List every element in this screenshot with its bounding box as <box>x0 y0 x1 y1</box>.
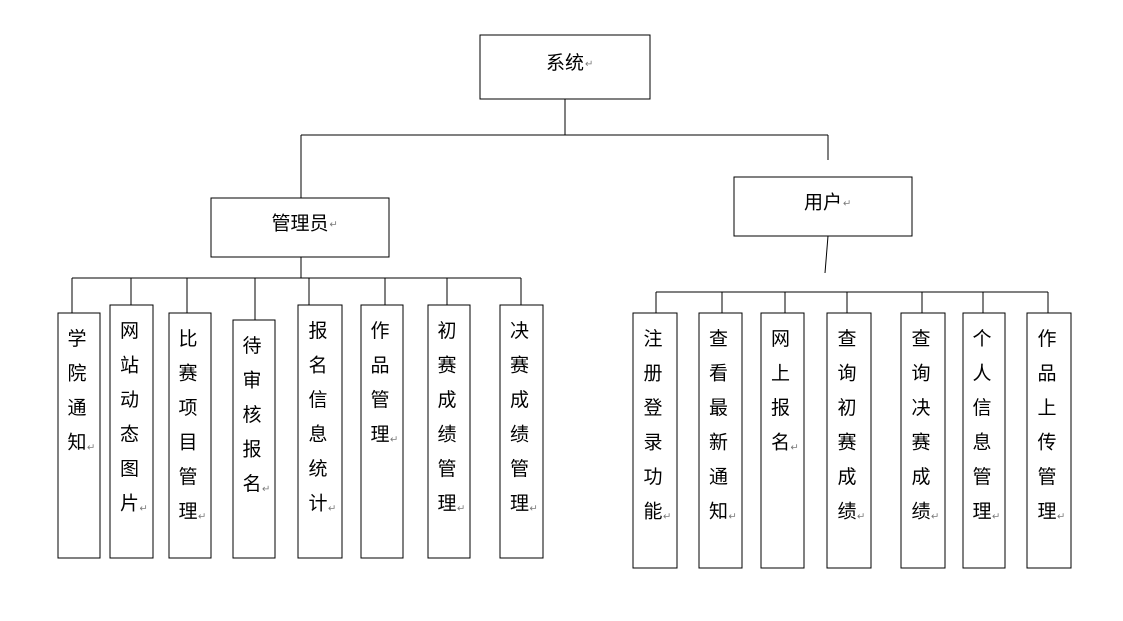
branch-node-user-label: 用户 <box>804 192 842 214</box>
diagram-nodes: 系统↵管理员↵用户↵学院通知↵网站动态图片↵比赛项目管理↵待审核报名↵报名信息统… <box>57 34 1072 569</box>
admin-child-node-1: 学院通知↵ <box>57 312 101 559</box>
branch-node-admin-box <box>210 197 390 258</box>
admin-child-node-7-box <box>427 304 471 559</box>
admin-child-node-1-paragraph-mark: ↵ <box>87 443 95 454</box>
user-child-node-5: 查询决赛成绩↵ <box>900 312 946 569</box>
admin-child-node-4-label: 待审核报名 <box>242 335 261 495</box>
admin-child-node-6-box <box>360 304 404 559</box>
user-child-node-2-paragraph-mark: ↵ <box>729 512 737 523</box>
user-child-node-2-box <box>698 312 743 569</box>
admin-child-node-6-paragraph-mark: ↵ <box>390 435 398 446</box>
user-child-node-5-box <box>900 312 946 569</box>
admin-child-node-3-paragraph-mark: ↵ <box>198 512 206 523</box>
admin-child-node-2-box <box>109 304 154 559</box>
user-child-node-7-box <box>1026 312 1072 569</box>
user-child-node-6: 个人信息管理↵ <box>962 312 1006 569</box>
user-child-node-5-label: 查询决赛成绩 <box>911 328 930 523</box>
user-child-node-7: 作品上传管理↵ <box>1026 312 1072 569</box>
branch-node-admin: 管理员↵ <box>210 197 390 258</box>
user-child-node-1-box <box>632 312 678 569</box>
user-child-node-4-label: 查询初赛成绩 <box>837 328 856 523</box>
user-child-node-7-label: 作品上传管理 <box>1037 328 1056 523</box>
root-node-system-paragraph-mark: ↵ <box>585 59 593 70</box>
admin-child-node-3: 比赛项目管理↵ <box>168 312 212 559</box>
admin-child-node-2-label: 网站动态图片 <box>120 320 139 515</box>
admin-child-node-8-box <box>499 304 544 559</box>
branch-node-admin-label: 管理员 <box>271 213 328 235</box>
user-child-node-6-paragraph-mark: ↵ <box>992 512 1000 523</box>
user-child-node-1-paragraph-mark: ↵ <box>663 512 671 523</box>
user-child-node-4: 查询初赛成绩↵ <box>826 312 872 569</box>
connector-lines <box>71 99 1049 320</box>
user-child-node-2: 查看最新通知↵ <box>698 312 743 569</box>
admin-child-node-5-label: 报名信息统计 <box>308 320 327 515</box>
user-child-node-3-box <box>760 312 805 569</box>
user-child-node-6-label: 个人信息管理 <box>972 328 991 523</box>
admin-child-node-6: 作品管理↵ <box>360 304 404 559</box>
admin-child-node-2-paragraph-mark: ↵ <box>140 504 148 515</box>
admin-child-node-7: 初赛成绩管理↵ <box>427 304 471 559</box>
branch-node-user: 用户↵ <box>733 176 913 237</box>
admin-child-node-6-label: 作品管理 <box>370 320 389 446</box>
admin-child-node-8-label: 决赛成绩管理 <box>510 320 529 515</box>
user-child-node-1: 注册登录功能↵ <box>632 312 678 569</box>
user-child-node-6-box <box>962 312 1006 569</box>
admin-child-node-4-paragraph-mark: ↵ <box>262 484 270 495</box>
admin-child-node-3-label: 比赛项目管理 <box>178 328 197 523</box>
admin-child-node-1-box <box>57 312 101 559</box>
root-node-system: 系统↵ <box>479 34 651 100</box>
admin-child-node-8-paragraph-mark: ↵ <box>530 504 538 515</box>
admin-child-node-7-paragraph-mark: ↵ <box>457 504 465 515</box>
admin-child-node-4-box <box>232 319 276 559</box>
admin-child-node-1-label: 学院通知 <box>67 328 86 454</box>
root-node-system-label: 系统 <box>546 52 584 74</box>
branch-node-user-paragraph-mark: ↵ <box>843 199 851 210</box>
user-child-node-3: 网上报名↵ <box>760 312 805 569</box>
admin-child-node-5: 报名信息统计↵ <box>297 304 343 559</box>
branch-node-admin-paragraph-mark: ↵ <box>330 220 338 231</box>
user-child-node-7-paragraph-mark: ↵ <box>1057 512 1065 523</box>
admin-child-node-3-box <box>168 312 212 559</box>
user-child-node-5-paragraph-mark: ↵ <box>931 512 939 523</box>
branch-node-user-box <box>733 176 913 237</box>
root-node-system-box <box>479 34 651 100</box>
admin-child-node-5-box <box>297 304 343 559</box>
admin-child-node-4: 待审核报名↵ <box>232 319 276 559</box>
user-child-node-2-label: 查看最新通知 <box>709 328 728 523</box>
admin-child-node-2: 网站动态图片↵ <box>109 304 154 559</box>
user-child-node-4-box <box>826 312 872 569</box>
admin-child-node-5-paragraph-mark: ↵ <box>328 504 336 515</box>
user-child-node-3-paragraph-mark: ↵ <box>791 443 799 454</box>
user-drop-line <box>824 235 829 274</box>
admin-child-node-7-label: 初赛成绩管理 <box>437 320 456 515</box>
user-child-node-3-label: 网上报名 <box>771 328 790 454</box>
user-child-node-4-paragraph-mark: ↵ <box>857 512 865 523</box>
user-child-node-1-label: 注册登录功能 <box>643 328 662 523</box>
admin-child-node-8: 决赛成绩管理↵ <box>499 304 544 559</box>
